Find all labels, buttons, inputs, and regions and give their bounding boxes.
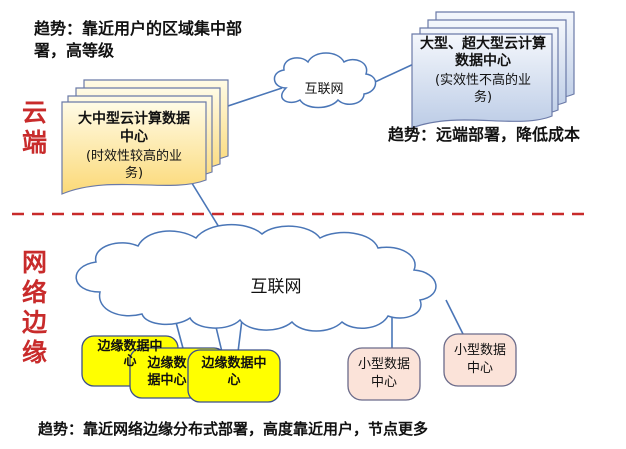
internet-label-small: 互联网 <box>304 82 344 97</box>
edge-datacenter-3: 边缘数据中心 <box>201 356 267 388</box>
edge-datacenter-1: 边缘数据中心 <box>97 339 163 369</box>
internet-cloud-small <box>273 52 377 109</box>
mid-datacenter-stack <box>61 79 229 195</box>
edge-datacenter-2: 边缘数据中心 <box>147 356 187 388</box>
mid-datacenter-title: 大中型云计算数据中心 <box>78 111 190 145</box>
internet-cloud-large <box>75 223 437 332</box>
trend-top-left: 趋势：靠近用户的区域集中部署，高等级 <box>34 19 243 60</box>
small-datacenter-2: 小型数据中心 <box>453 343 506 376</box>
small-datacenter-boxes <box>347 333 517 401</box>
trend-bottom: 趋势：靠近网络边缘分布式部署，高度靠近用户，节点更多 <box>38 420 429 438</box>
large-datacenter-stack <box>411 11 575 129</box>
internet-label-large: 互联网 <box>250 277 302 297</box>
section-label-cloud: 云端 <box>22 98 48 157</box>
section-label-edge: 网络边缘 <box>22 248 48 367</box>
large-datacenter-desc: (实效性不高的业务) <box>434 73 532 105</box>
mid-datacenter-desc: (时效性较高的业务) <box>85 149 183 181</box>
edge-datacenter-cylinders <box>81 335 281 403</box>
large-datacenter-title: 大型、超大型云计算数据中心 <box>420 36 546 69</box>
small-datacenter-1: 小型数据中心 <box>357 357 410 390</box>
trend-right: 趋势：远端部署，降低成本 <box>388 125 581 144</box>
